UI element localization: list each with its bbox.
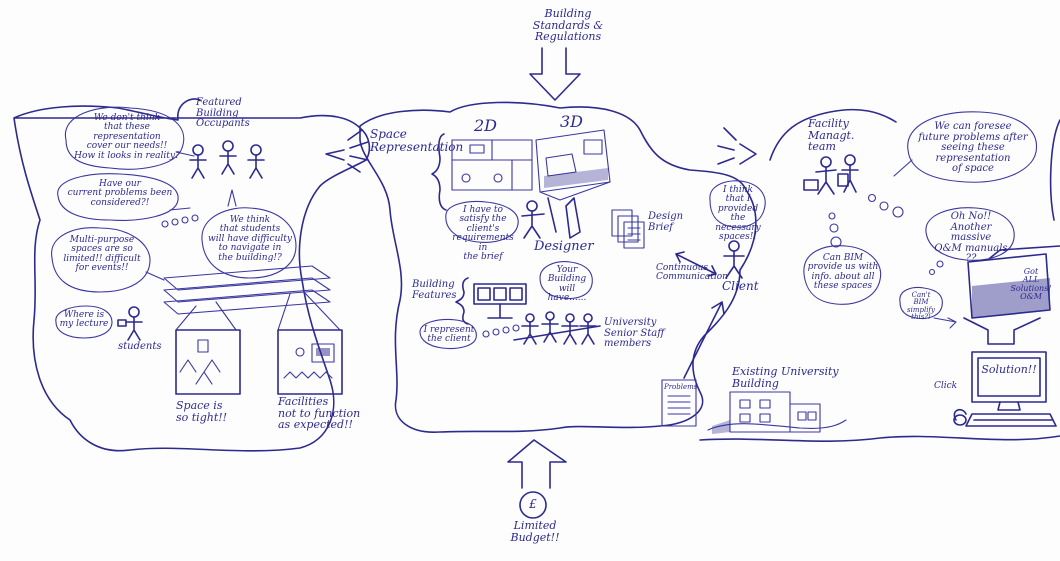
facility-team-figures	[803, 154, 859, 195]
client-figure	[723, 240, 745, 279]
bubble-multipurpose-shape	[51, 227, 165, 293]
space-tight-label: Space is so tight!!	[176, 399, 228, 424]
design-brief-label: Design Brief	[648, 211, 684, 233]
client-label: Client	[722, 279, 759, 293]
staff-label: University Senior Staff members	[604, 317, 665, 349]
bubble-building-text: Your Building will have......	[547, 265, 587, 304]
bubble-building-shape	[539, 261, 593, 300]
bubble-navigate-shape	[201, 189, 297, 279]
occupant-figures	[189, 140, 265, 179]
pound-coin	[519, 491, 547, 519]
plan-2d-drawing	[451, 139, 533, 191]
bubble-representation-shape	[64, 106, 195, 170]
designer-figure	[521, 197, 581, 239]
bubble-lecture-text: Where is my lecture	[59, 310, 109, 330]
staff-figures	[513, 311, 601, 345]
funnel-arrow	[963, 317, 1041, 345]
thought-dots-oh-no	[928, 260, 944, 276]
thought-dots	[161, 214, 199, 228]
solution-label: Solution!!	[981, 363, 1037, 376]
bubble-satisfy-shape	[445, 200, 519, 243]
design-brief-docs	[611, 209, 645, 249]
bubble-client-shape	[709, 180, 766, 228]
left-region-outline	[13, 98, 371, 452]
left-eye-icon	[325, 129, 369, 173]
designer-label: Designer	[534, 239, 594, 254]
features-boxes	[473, 283, 527, 319]
student-figure	[117, 306, 143, 341]
bubble-lecture-shape	[55, 305, 113, 339]
occupants-title: Featured Building Occupants	[196, 97, 250, 129]
floor-plates	[163, 265, 341, 331]
bubble-problems-text: Have our current problems been considere…	[67, 179, 173, 208]
room-tight	[175, 329, 241, 395]
existing-building-drawing	[707, 391, 847, 434]
facilities-label: Facilities not to function as expected!!	[278, 395, 361, 432]
manuals-stack	[967, 245, 1060, 319]
communication-arrow	[675, 251, 717, 277]
label-3d: 3D	[560, 112, 584, 131]
budget-arrow	[507, 439, 567, 489]
problems-doc	[661, 379, 697, 427]
features-brace	[455, 277, 469, 325]
bubble-representation-text: We don't think that these representation…	[74, 113, 180, 161]
bubble-navigate-text: We think that students will have difficu…	[208, 215, 292, 263]
center-region-outline	[359, 101, 757, 433]
bubble-foresee-text: We can foresee future problems after see…	[918, 121, 1028, 174]
bubble-foresee-shape	[893, 111, 1038, 183]
bubble-bim-shape	[803, 245, 882, 305]
space-rep-brace	[431, 133, 447, 211]
label-2d: 2D	[474, 116, 498, 135]
problems-doc-label: Problems	[664, 383, 698, 391]
model-3d-drawing	[535, 129, 611, 201]
bubble-simplify-text: Can't BIM simplify this?!	[907, 291, 935, 322]
bubble-oh-no-text: Oh No!! Another massive O&M manuals ??	[934, 211, 1008, 264]
bubble-represent-text: I represent the client	[423, 325, 475, 345]
budget-pound-icon: £	[529, 497, 537, 511]
continuous-communication-label: Continuous Communication	[656, 263, 728, 283]
budget-label: Limited Budget!!	[510, 519, 560, 544]
bubble-satisfy-text: I have to satisfy the client's requireme…	[452, 205, 514, 263]
bubble-oh-no-shape	[925, 207, 1015, 261]
space-representation-label: Space Representation	[370, 127, 464, 154]
thought-dots-right	[867, 193, 904, 218]
computer-drawing	[953, 351, 1057, 427]
click-label: Click	[934, 381, 958, 391]
regulations-label: Building Standards & Regulations	[532, 7, 604, 44]
building-to-client-arrow	[683, 301, 725, 379]
room-facilities	[277, 329, 343, 395]
bubble-simplify-shape	[899, 286, 943, 320]
simplify-arrow	[933, 317, 957, 329]
bubble-multipurpose-text: Multi-purpose spaces are so limited!! di…	[63, 235, 141, 274]
manuals-label: Got ALL Solutions! O&M	[1010, 267, 1052, 302]
right-eye-icon	[717, 127, 757, 165]
bubble-bim-text: Can BIM provide us with info. about all …	[807, 253, 879, 292]
bubble-represent-shape	[419, 318, 477, 350]
bubble-client-text: I think that I provided the necessary sp…	[715, 185, 761, 243]
students-label: students	[118, 341, 162, 352]
bubble-problems-shape	[57, 173, 191, 221]
building-features-label: Building Features	[412, 279, 457, 301]
regulations-arrow	[529, 47, 581, 101]
facility-team-label: Facility Managt. team	[808, 117, 855, 154]
thought-dots-bim	[828, 212, 842, 248]
existing-building-label: Existing University Building	[732, 365, 839, 390]
represent-dots	[482, 324, 520, 338]
right-region-outline	[699, 108, 1060, 442]
